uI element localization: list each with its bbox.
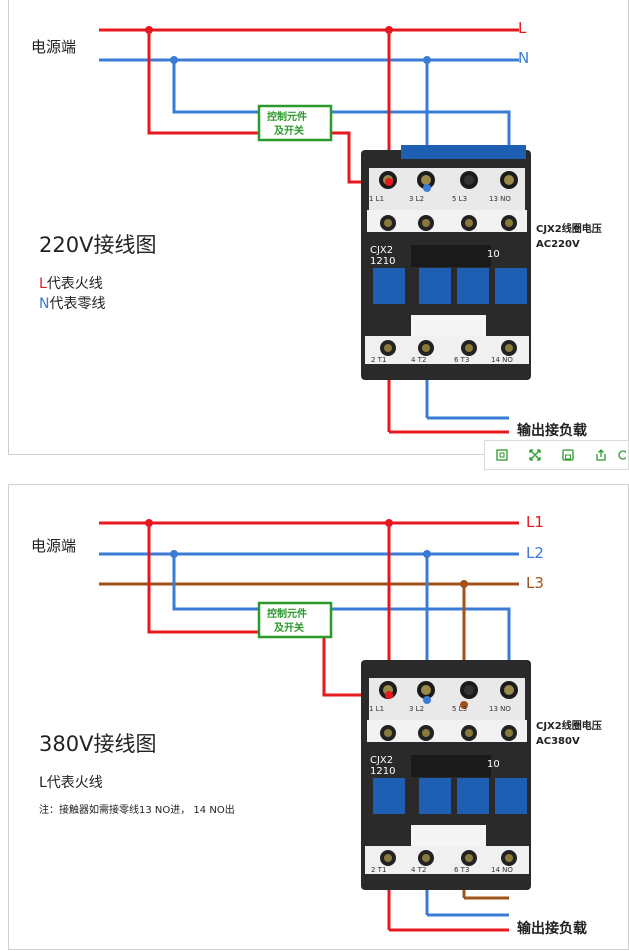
output-load-label: 输出接负载 (517, 423, 587, 439)
rating-label: 10 (487, 249, 500, 260)
terminal-top-5: 5 L3 (452, 705, 468, 713)
switch-label-line1: 控制元件 (267, 112, 307, 123)
model-line2: 1210 (370, 766, 396, 777)
diagram-220v: 电源端 L N 控制元件 及开关 220V接线图 L代表火线 N代表零线 CJX… (8, 0, 629, 455)
power-source-label: 电源端 (31, 537, 77, 555)
wiring-diagram-220v (99, 26, 531, 434)
line-label-l1: L1 (526, 513, 544, 531)
model-line1: CJX2 (370, 245, 394, 256)
more-icon[interactable] (617, 441, 627, 469)
terminal-top-5: 5 L3 (452, 195, 468, 203)
terminal-top-3: 3 L2 (409, 195, 425, 203)
legend-l: L代表火线 (39, 276, 103, 292)
power-source-label: 电源端 (31, 38, 77, 56)
note-text: 注：接触器如需接零线13 NO进， 14 NO出 (39, 805, 235, 816)
diagram-380v: 电源端 L1 L2 L3 控制元件 及开关 380V接线图 L代表火线 注：接触… (8, 484, 629, 950)
l2-to-coil-wire (172, 554, 511, 685)
coil-voltage-line1: CJX2线圈电压 (536, 224, 602, 235)
terminal-bottom-4: 4 T2 (411, 866, 427, 874)
terminal-bottom-2: 2 T1 (371, 866, 387, 874)
terminal-top-1: 1 L1 (369, 195, 385, 203)
coil-voltage-line2: AC220V (536, 239, 580, 250)
save-icon[interactable] (551, 441, 584, 469)
line-label-l3: L3 (526, 574, 544, 592)
diagram-title: 220V接线图 (39, 233, 157, 257)
diagram-title: 380V接线图 (39, 732, 157, 756)
terminal-bottom-6: 6 T3 (454, 866, 470, 874)
output-load-label: 输出接负载 (517, 921, 587, 937)
terminal-top-1: 1 L1 (369, 705, 385, 713)
expand-icon[interactable] (518, 441, 551, 469)
image-toolbar (484, 440, 629, 470)
neutral-to-coil-wire (172, 60, 511, 150)
switch-label-line2: 及开关 (274, 126, 304, 137)
contactor-cjx2 (361, 145, 531, 380)
control-switch-box (257, 104, 333, 142)
terminal-bottom-14: 14 NO (491, 866, 513, 874)
legend-l: L代表火线 (39, 775, 103, 791)
terminal-bottom-6: 6 T3 (454, 356, 470, 364)
rating-label: 10 (487, 759, 500, 770)
line-label-l2: L2 (526, 544, 544, 562)
model-line1: CJX2 (370, 755, 394, 766)
live-to-switch-wire (147, 30, 259, 135)
wiring-diagram-380v (99, 519, 531, 932)
coil-voltage-line1: CJX2线圈电压 (536, 721, 602, 732)
terminal-bottom-14: 14 NO (491, 356, 513, 364)
l1-to-switch-wire (147, 523, 259, 634)
contactor-cjx2 (361, 660, 531, 890)
terminal-top-13: 13 NO (489, 705, 511, 713)
terminal-bottom-4: 4 T2 (411, 356, 427, 364)
terminal-top-3: 3 L2 (409, 705, 425, 713)
model-line2: 1210 (370, 256, 396, 267)
terminal-top-13: 13 NO (489, 195, 511, 203)
legend-n: N代表零线 (39, 296, 106, 312)
fit-icon[interactable] (485, 441, 518, 469)
terminal-bottom-2: 2 T1 (371, 356, 387, 364)
coil-voltage-line2: AC380V (536, 736, 580, 747)
share-icon[interactable] (584, 441, 617, 469)
switch-label-line1: 控制元件 (267, 609, 307, 620)
control-switch-box (257, 601, 333, 639)
switch-label-line2: 及开关 (274, 623, 304, 634)
line-label-n: N (518, 49, 530, 67)
line-label-l: L (518, 19, 527, 37)
